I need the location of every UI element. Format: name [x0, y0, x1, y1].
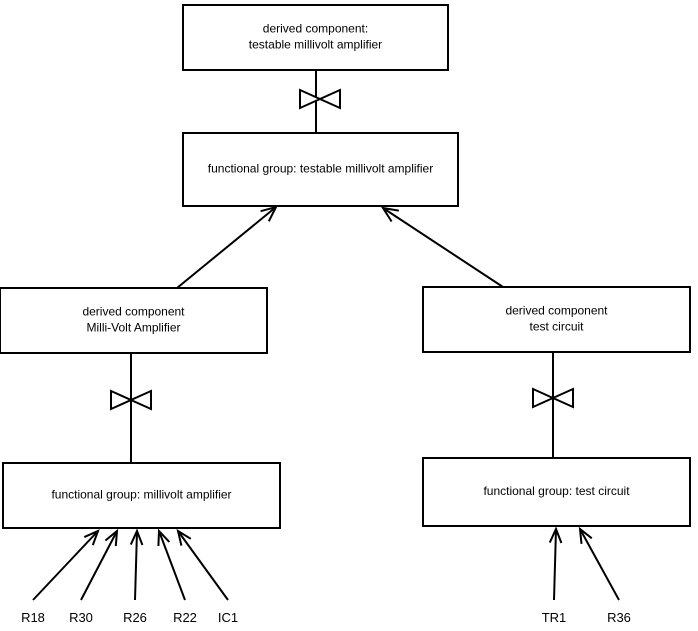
derived-component-testable-millivolt-amplifier-line-0: derived component:	[263, 22, 368, 36]
derived-component-testable-millivolt-amplifier-rect	[182, 4, 449, 71]
leaf-arrow-tr1-arrowhead-icon	[548, 526, 563, 544]
leaf-arrow-r18-shaft	[32, 530, 99, 601]
functional-group-test-circuit[interactable]: functional group: test circuit	[422, 457, 691, 527]
derived-component-test-circuit-rect	[422, 286, 691, 353]
derived-component-milli-volt-amplifier-rect	[0, 287, 268, 354]
bowtie-left-triangle-icon	[532, 387, 556, 409]
derived-component-test-circuit-line-0: derived component	[505, 304, 608, 318]
functional-group-testable-millivolt-amplifier-line-0: functional group: testable millivolt amp…	[208, 162, 433, 176]
leaf-label-r36: R36	[607, 610, 631, 625]
leaf-arrow-r36-arrowhead-icon	[578, 526, 593, 545]
leaf-label-r22: R22	[173, 610, 197, 625]
functional-group-testable-millivolt-amplifier-rect	[182, 132, 459, 207]
realization-link-millivolt-amplifier[interactable]	[110, 353, 152, 463]
leaf-label-tr1: TR1	[542, 610, 567, 625]
leaf-arrow-r22-arrowhead-icon	[157, 528, 171, 547]
functional-group-millivolt-amplifier[interactable]: functional group: millivolt amplifier	[2, 462, 281, 529]
arrow-test-circuit-to-testable-group-arrowhead-icon	[380, 206, 399, 223]
arrow-millivolt-amplifier-to-testable-group-shaft	[176, 206, 277, 289]
leaf-arrow-r22-shaft	[158, 530, 186, 601]
derived-component-test-circuit-line-1: test circuit	[529, 320, 584, 334]
leaf-arrow-r30-shaft	[80, 530, 118, 601]
leaf-arrows-layer	[32, 526, 620, 601]
derived-component-test-circuit[interactable]: derived component test circuit	[422, 286, 691, 353]
nodes-layer: derived component: testable millivolt amp…	[0, 4, 691, 529]
aggregation-arrows-layer	[176, 205, 504, 289]
realization-link-top[interactable]	[299, 70, 341, 133]
arrow-test-circuit-to-testable-group-shaft	[382, 207, 504, 288]
leaf-arrow-tr1-shaft	[553, 528, 557, 601]
leaf-label-r26: R26	[123, 610, 147, 625]
leaf-labels-layer: R18 R30 R26 R22 IC1 TR1 R36	[21, 610, 631, 625]
leaf-arrow-ic1-shaft	[177, 530, 229, 601]
functional-group-millivolt-amplifier-line-0: functional group: millivolt amplifier	[51, 488, 231, 502]
leaf-arrow-r18-arrowhead-icon	[83, 529, 100, 546]
bowtie-left-triangle-icon	[299, 88, 323, 110]
functional-group-millivolt-amplifier-rect	[2, 462, 281, 529]
functional-group-test-circuit-rect	[422, 457, 691, 527]
bowtie-right-triangle-icon	[317, 88, 341, 110]
leaf-arrow-ic1-arrowhead-icon	[176, 528, 192, 546]
bowtie-right-triangle-icon	[550, 387, 574, 409]
leaf-arrow-r30[interactable]	[80, 528, 119, 601]
leaf-arrow-r30-arrowhead-icon	[104, 528, 119, 547]
leaf-arrow-tr1[interactable]	[548, 526, 563, 601]
arrow-millivolt-amplifier-to-testable-group[interactable]	[176, 205, 278, 289]
leaf-arrow-r18[interactable]	[32, 529, 100, 601]
leaf-arrow-r22[interactable]	[157, 528, 186, 601]
derived-component-milli-volt-amplifier-line-0: derived component	[82, 305, 185, 319]
realization-link-test-circuit[interactable]	[532, 352, 574, 458]
leaf-arrow-r36-shaft	[579, 528, 620, 601]
leaf-arrow-r26-shaft	[134, 530, 138, 601]
leaf-label-r30: R30	[69, 610, 93, 625]
derived-component-testable-millivolt-amplifier[interactable]: derived component: testable millivolt amp…	[182, 4, 449, 71]
bowtie-left-triangle-icon	[110, 389, 134, 411]
leaf-label-ic1: IC1	[218, 610, 238, 625]
arrow-test-circuit-to-testable-group[interactable]	[380, 206, 504, 288]
leaf-arrow-r36[interactable]	[578, 526, 620, 601]
bowtie-right-triangle-icon	[128, 389, 152, 411]
realization-links-layer	[110, 70, 574, 463]
leaf-arrow-ic1[interactable]	[176, 528, 229, 601]
leaf-arrow-r26[interactable]	[129, 528, 144, 601]
leaf-label-r18: R18	[21, 610, 45, 625]
functional-group-testable-millivolt-amplifier[interactable]: functional group: testable millivolt amp…	[182, 132, 459, 207]
derived-component-testable-millivolt-amplifier-line-1: testable millivolt amplifier	[249, 38, 382, 52]
derived-component-milli-volt-amplifier-line-1: Milli-Volt Amplifier	[86, 321, 180, 335]
functional-group-test-circuit-line-0: functional group: test circuit	[483, 484, 630, 498]
leaf-arrow-r26-arrowhead-icon	[129, 528, 144, 546]
